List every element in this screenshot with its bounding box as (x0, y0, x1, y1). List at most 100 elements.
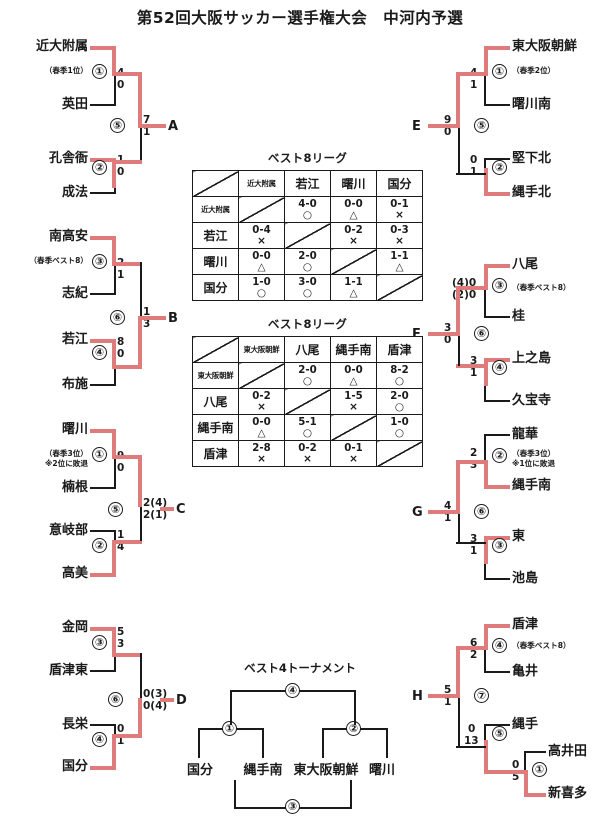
bracket-line (484, 578, 510, 580)
match-score-bottom: 0 (444, 334, 452, 346)
bracket-line (458, 510, 460, 544)
block-label: B (168, 311, 178, 326)
team-name: 桂 (512, 309, 526, 324)
match-score-bottom: 5 (512, 771, 520, 783)
result-score: 0-2 (252, 390, 271, 402)
team-note-2: ※2位に敗退 (44, 459, 88, 468)
page-title: 第52回大阪サッカー選手権大会 中河内予選 (136, 9, 464, 27)
league-title: ベスト8リーグ (267, 317, 348, 331)
row-header: 盾津 (192, 440, 239, 467)
block-label: G (412, 505, 423, 520)
bracket-line-winner (160, 698, 174, 703)
result-cell: 2-0○ (284, 248, 331, 275)
match-score-top: 4 (444, 500, 452, 512)
bracket-line (198, 728, 200, 758)
team-note: （春季ベスト8） (29, 256, 88, 265)
bracket-line (524, 751, 526, 770)
block-label: C (176, 502, 186, 517)
bracket-line-winner (456, 286, 486, 291)
row-header: 東大阪朝鮮 (192, 362, 239, 389)
result-cell: 0-1× (330, 440, 377, 467)
match-score-top: 0 (468, 723, 476, 735)
match-score-bottom: 3 (143, 318, 151, 330)
self-cell (330, 414, 377, 441)
team-name: 曙川南 (512, 97, 552, 112)
match-score-top: 2(4) (143, 497, 168, 509)
match-score-bottom: 1 (470, 545, 478, 557)
bracket-line-winner (90, 236, 116, 241)
bracket-line-winner (112, 653, 142, 658)
match-number: ① (92, 447, 107, 462)
result-score: 8-2 (390, 364, 409, 376)
standings-table: 近大附属 若江 曙川 国分 近大附属 4-0○ 0-0△ 0-1× 若江 0-4… (192, 170, 423, 301)
match-number: ⑤ (492, 726, 507, 741)
match-score-bottom: 0 (117, 79, 125, 91)
match-score-top: 9 (444, 114, 452, 126)
bracket-line (456, 746, 486, 748)
bracket-line (114, 369, 116, 386)
team-name: 国分 (61, 759, 88, 774)
bracket-line (484, 671, 510, 673)
team-name: 池島 (512, 571, 539, 586)
result-mark: △ (257, 260, 266, 273)
match-number: ① (92, 64, 107, 79)
self-cell (284, 388, 331, 415)
bracket-line-winner (524, 770, 529, 797)
best4-team: 曙川 (368, 763, 395, 778)
bracket-line-winner (484, 46, 489, 76)
result-score: 0-0 (252, 250, 271, 262)
bracket-line (484, 104, 510, 106)
result-score: 0-0 (252, 416, 271, 428)
result-mark: △ (257, 426, 266, 439)
result-cell: 0-1× (376, 196, 423, 223)
bracket-line (140, 262, 142, 316)
result-score: 1-0 (390, 416, 409, 428)
result-cell: 1-0○ (376, 414, 423, 441)
bracket-line-winner (456, 646, 461, 694)
match-score-bottom: 0 (117, 348, 125, 360)
match-score-top: 0 (470, 154, 478, 166)
match-score-bottom: 0 (117, 166, 125, 178)
result-cell: 0-3× (376, 222, 423, 249)
block-label: D (176, 693, 187, 708)
bracket-line-winner (456, 364, 486, 369)
bracket-line (114, 459, 116, 488)
team-name: 堅下北 (512, 151, 552, 166)
match-number: ⑥ (108, 692, 123, 707)
bracket-line-winner (484, 264, 510, 269)
column-header: 縄手南 (330, 336, 377, 363)
bracket-line (456, 173, 486, 175)
bracket-line (114, 657, 116, 672)
result-mark: ○ (394, 400, 405, 413)
result-cell: 4-0○ (284, 196, 331, 223)
result-mark: × (349, 452, 358, 465)
match-score-bottom: 1 (444, 512, 452, 524)
bracket-line-winner (111, 158, 116, 188)
match-score-top: 5 (117, 626, 125, 638)
match-number: ③ (92, 635, 107, 650)
bracket-line (354, 690, 356, 725)
best4-team: 縄手南 (243, 763, 283, 778)
bracket-line-winner (111, 236, 116, 266)
bracket-line (484, 650, 486, 673)
match-number: ③ (92, 254, 107, 269)
bracket-line (90, 724, 116, 726)
bracket-line-winner (112, 72, 142, 77)
match-score-top: 8 (117, 336, 125, 348)
result-cell: 1-1△ (376, 248, 423, 275)
bracket-line-winner (484, 536, 489, 564)
match-number: ③ (492, 538, 507, 553)
result-score: 2-8 (252, 442, 271, 454)
column-header: 近大附属 (238, 170, 285, 197)
result-score: 1-1 (390, 250, 409, 262)
result-score: 0-2 (298, 442, 317, 454)
team-name: 意岐部 (48, 523, 88, 538)
bracket-line-winner (90, 766, 116, 771)
self-cell (238, 362, 285, 389)
result-mark: ○ (256, 286, 267, 299)
row-header: 若江 (192, 222, 239, 249)
row-header: 縄手南 (192, 414, 239, 441)
team-name: 高井田 (548, 744, 588, 759)
bracket-line-winner (160, 507, 174, 512)
match-number: ④ (492, 360, 507, 375)
